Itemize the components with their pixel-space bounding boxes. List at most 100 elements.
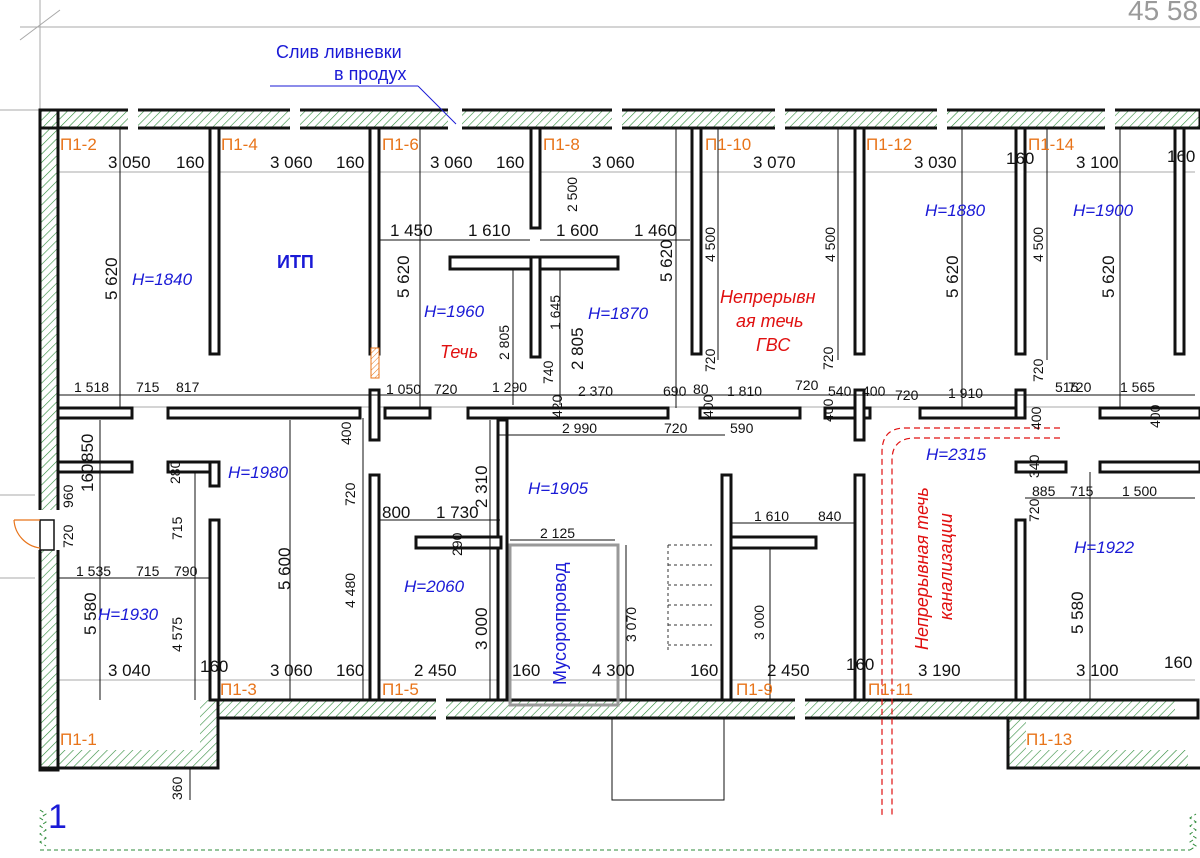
dimension-label: 3 030 bbox=[914, 153, 957, 172]
dimension-label: 885 bbox=[1032, 483, 1056, 499]
dimension-label: 715 bbox=[136, 379, 160, 395]
itp-label: ИТП bbox=[277, 252, 314, 272]
dimension-label: 400 bbox=[338, 421, 354, 445]
height-label: H=1922 bbox=[1074, 538, 1135, 557]
dimension-label: 4 575 bbox=[169, 617, 185, 652]
leak-note: Течь bbox=[440, 342, 478, 362]
dimension-label: 3 060 bbox=[270, 661, 313, 680]
dimension-label: 160 bbox=[336, 153, 364, 172]
dimension-label: 400 bbox=[1147, 404, 1163, 428]
dimension-label: 5 620 bbox=[102, 257, 121, 300]
hot-water-note: ая течь bbox=[736, 311, 803, 331]
dimension-label: 400 bbox=[1028, 406, 1044, 430]
dimension-label: 290 bbox=[449, 532, 465, 556]
dimension-label: 160 bbox=[336, 661, 364, 680]
dimension-label: 5 620 bbox=[657, 239, 676, 282]
dimension-label: 3 100 bbox=[1076, 153, 1119, 172]
dimension-label: 3 000 bbox=[751, 605, 767, 640]
break-line bbox=[39, 809, 1197, 851]
height-label: H=1840 bbox=[132, 270, 193, 289]
dimension-label: 1 730 bbox=[436, 503, 479, 522]
dimension-label: 720 bbox=[1030, 358, 1046, 382]
room-label: П1-13 bbox=[1026, 730, 1072, 749]
dimension-label: 1 050 bbox=[386, 381, 421, 397]
height-label: H=2315 bbox=[926, 445, 987, 464]
dimension-label: 2 450 bbox=[767, 661, 810, 680]
dimension-label: 3 070 bbox=[753, 153, 796, 172]
dimension-label: 400 bbox=[700, 394, 716, 418]
dimension-label: 3 000 bbox=[472, 607, 491, 650]
dimension-label: 3 050 bbox=[108, 153, 151, 172]
dimension-label: 3 070 bbox=[623, 607, 639, 642]
dimension-label: 800 bbox=[382, 503, 410, 522]
dimension-label: 2 500 bbox=[564, 177, 580, 212]
dimension-label: 715 bbox=[169, 516, 185, 540]
dimension-label: 1 610 bbox=[468, 221, 511, 240]
room-label: П1-10 bbox=[705, 135, 751, 154]
dimension-label: 160 bbox=[512, 661, 540, 680]
height-label: H=1900 bbox=[1073, 201, 1134, 220]
dimension-label: 400 bbox=[862, 383, 886, 399]
dimension-label: 5 620 bbox=[1099, 255, 1118, 298]
dimension-label: 280 bbox=[167, 460, 183, 484]
dimension-label: 5 580 bbox=[1068, 591, 1087, 634]
dimension-label: 720 bbox=[342, 482, 358, 506]
dimension-label: 5 600 bbox=[275, 547, 294, 590]
dimension-label: 3 190 bbox=[918, 661, 961, 680]
dimension-label: 3 060 bbox=[270, 153, 313, 172]
dimension-label: 2 310 bbox=[472, 465, 491, 508]
dimension-lines bbox=[58, 85, 1195, 800]
dimension-label: 3 060 bbox=[592, 153, 635, 172]
garbage-chute-label: Мусоропровод bbox=[550, 562, 570, 685]
height-labels: H=1840 H=1960 H=1870 H=1880 H=1900 H=198… bbox=[98, 201, 1135, 624]
bottom-dimensions: 3 040 160 3 060 160 2 450 160 4 300 160 … bbox=[108, 653, 1192, 680]
height-label: H=1905 bbox=[528, 479, 589, 498]
height-label: H=1880 bbox=[925, 201, 986, 220]
dimension-label: 4 500 bbox=[822, 227, 838, 262]
dimension-label: 340 bbox=[1026, 454, 1042, 478]
dimension-label: 1 565 bbox=[1120, 379, 1155, 395]
room-label: П1-12 bbox=[866, 135, 912, 154]
dimension-label: 740 bbox=[540, 360, 556, 384]
axis-mark: 1 bbox=[48, 798, 67, 836]
height-label: H=1870 bbox=[588, 304, 649, 323]
room-label: П1-9 bbox=[736, 680, 773, 699]
horizontal-dimensions: 1 450 1 610 1 600 1 460 1 518 715 817 1 … bbox=[74, 221, 1157, 579]
drain-note-line1: Слив ливневки bbox=[276, 42, 402, 62]
dimension-label: 360 bbox=[169, 776, 185, 800]
dimension-label: 1 450 bbox=[390, 221, 433, 240]
dimension-label: 1 290 bbox=[492, 379, 527, 395]
room-label: П1-14 bbox=[1028, 135, 1074, 154]
sewer-route bbox=[881, 427, 1060, 815]
height-label: H=1980 bbox=[228, 463, 289, 482]
dimension-label: 420 bbox=[549, 394, 565, 418]
height-label: H=1930 bbox=[98, 605, 159, 624]
dimension-label: 5 580 bbox=[81, 592, 100, 635]
dimension-label: 790 bbox=[174, 563, 198, 579]
dimension-label: 3 100 bbox=[1076, 661, 1119, 680]
height-label: H=2060 bbox=[404, 577, 465, 596]
chute-and-stairs bbox=[508, 543, 725, 801]
corner-value: 45 58 bbox=[1128, 0, 1198, 26]
hot-water-note: Непрерывн bbox=[720, 287, 816, 307]
dimension-label: 720 bbox=[434, 381, 458, 397]
dimension-label: 2 450 bbox=[414, 661, 457, 680]
dimension-label: 1 500 bbox=[1122, 483, 1157, 499]
dimension-label: 1 535 bbox=[76, 563, 111, 579]
dimension-label: 1 910 bbox=[948, 385, 983, 401]
exterior-walls bbox=[38, 108, 1200, 772]
room-label: П1-11 bbox=[868, 680, 913, 699]
sewer-note: канализации bbox=[936, 513, 956, 620]
room-label: П1-5 bbox=[382, 680, 419, 699]
dimension-label: 817 bbox=[176, 379, 200, 395]
dimension-label: 960 bbox=[60, 484, 76, 508]
dimension-label: 4 480 bbox=[342, 573, 358, 608]
room-label: П1-4 bbox=[221, 135, 258, 154]
dimension-label: 1 810 bbox=[727, 383, 762, 399]
dimension-label: 5 620 bbox=[943, 255, 962, 298]
dimension-label: 160 bbox=[1006, 149, 1034, 168]
room-label: П1-3 bbox=[220, 680, 257, 699]
dimension-label: 3 040 bbox=[108, 661, 151, 680]
dimension-label: 720 bbox=[702, 348, 718, 372]
